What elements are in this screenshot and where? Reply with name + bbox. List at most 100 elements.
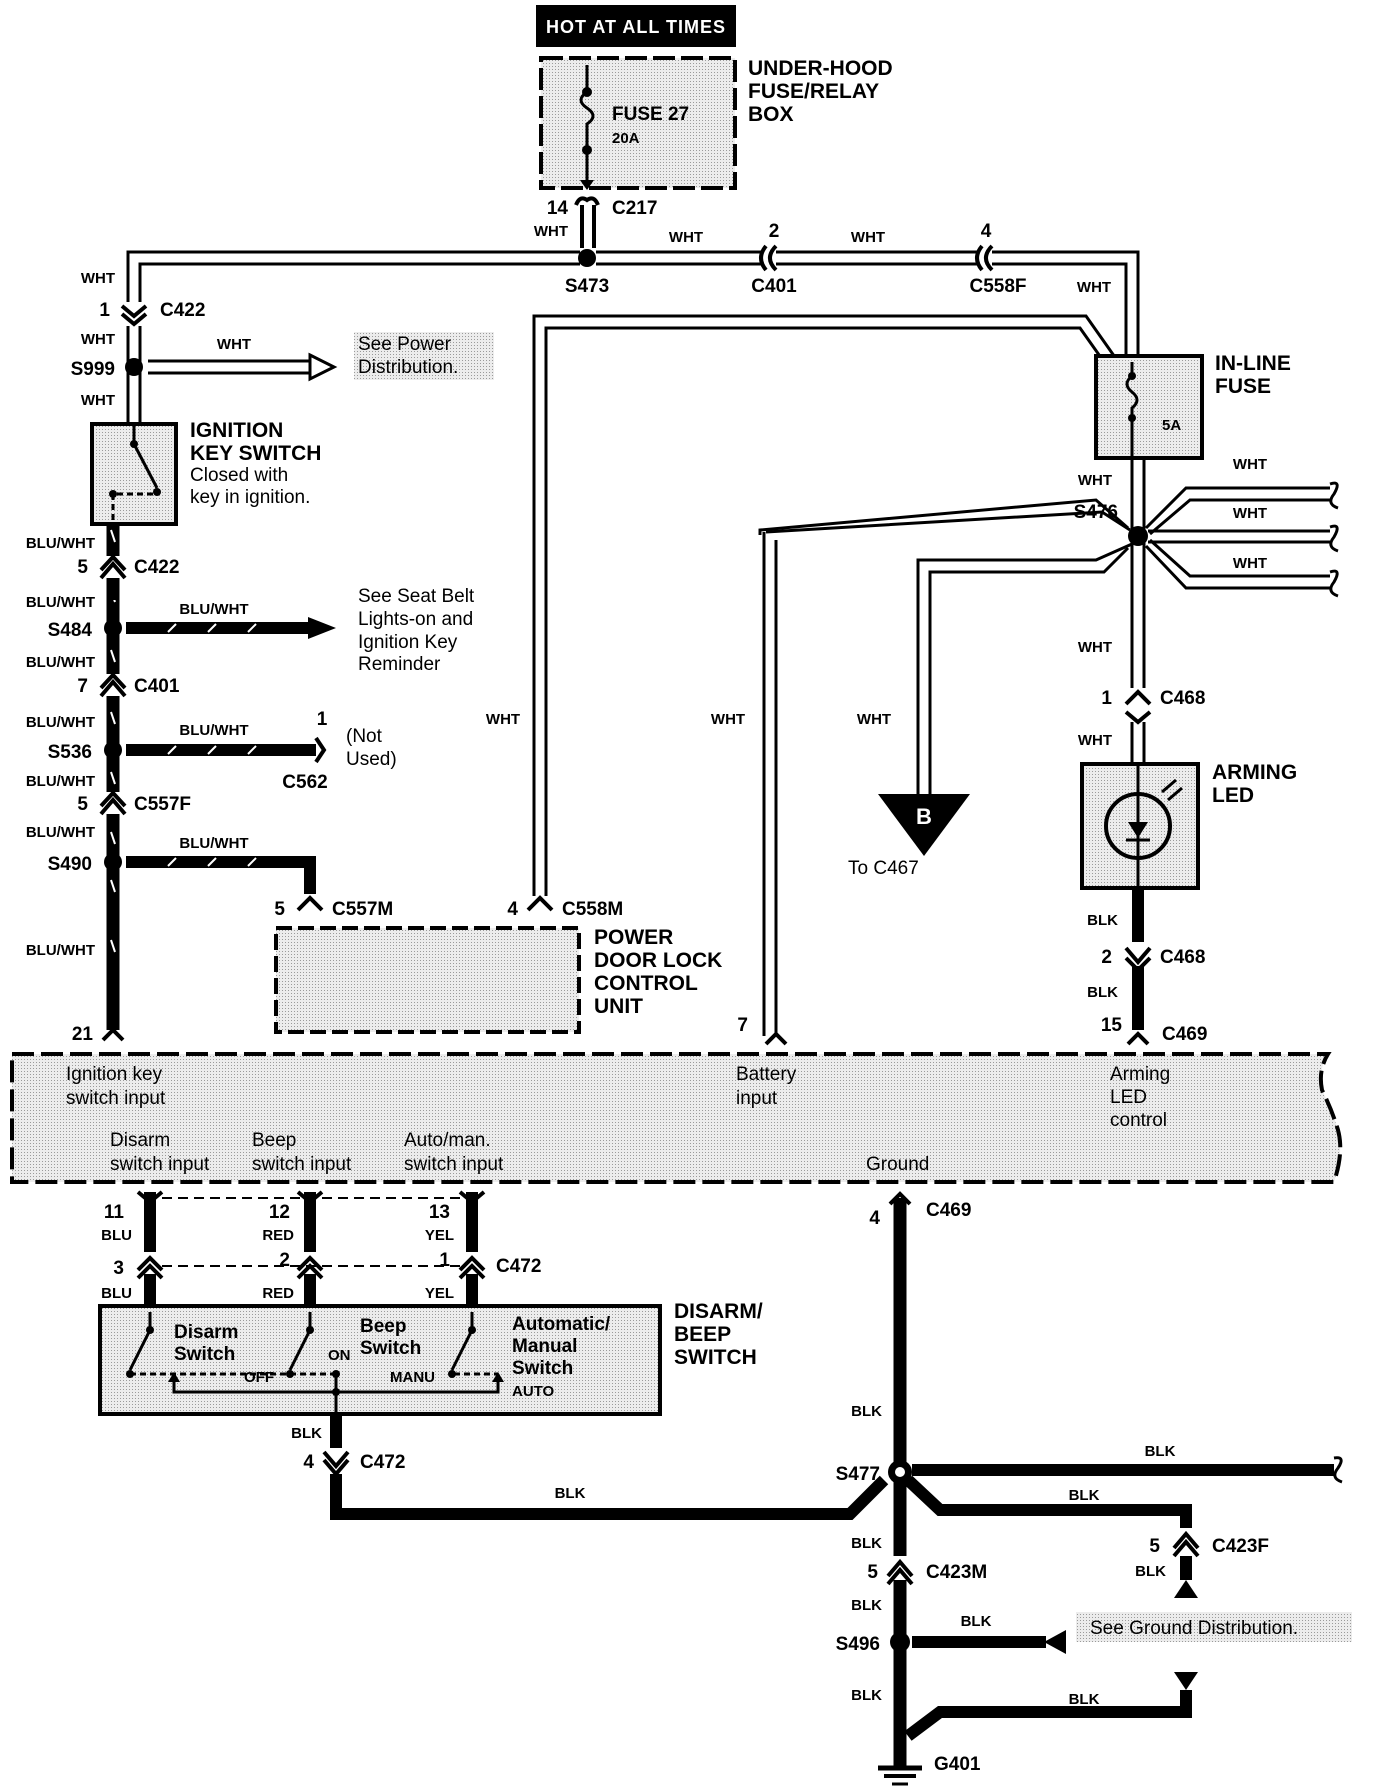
svg-text:WHT: WHT <box>486 711 520 728</box>
connector-c468-bottom: 2 C468 <box>1101 942 1205 973</box>
connector-c557f: 5 C557F <box>77 790 191 816</box>
c469-top-label: C469 <box>1162 1024 1207 1045</box>
svg-text:Ground: Ground <box>866 1154 929 1175</box>
connector-c401-left: 7 C401 <box>77 672 180 698</box>
svg-text:BOX: BOX <box>748 103 794 126</box>
svg-text:Switch: Switch <box>174 1344 235 1365</box>
svg-text:2: 2 <box>1101 947 1112 968</box>
svg-text:SWITCH: SWITCH <box>674 1346 757 1369</box>
svg-text:C562: C562 <box>282 772 327 793</box>
svg-text:RED: RED <box>262 1227 294 1244</box>
wire-color-label: WHT <box>534 223 568 240</box>
to-c467: To C467 <box>848 858 919 879</box>
fuse-box-title: UNDER-HOOD FUSE/RELAY BOX <box>748 57 893 126</box>
svg-text:WHT: WHT <box>81 331 115 348</box>
connector-c472-bottom: 4 C472 <box>303 1448 405 1478</box>
ignition-title: IGNITION KEY SWITCH Closed with key in i… <box>190 419 321 508</box>
svg-text:21: 21 <box>72 1024 94 1045</box>
svg-text:BLU/WHT: BLU/WHT <box>179 835 248 852</box>
splice-s484 <box>104 619 122 637</box>
svg-text:1: 1 <box>99 300 110 321</box>
svg-text:BLK: BLK <box>1145 1443 1176 1460</box>
svg-text:15: 15 <box>1101 1015 1123 1036</box>
svg-text:Automatic/: Automatic/ <box>512 1314 611 1335</box>
svg-text:BLK: BLK <box>555 1485 586 1502</box>
svg-text:C468: C468 <box>1160 947 1205 968</box>
svg-text:BLK: BLK <box>1087 984 1118 1001</box>
ground-g401-label: G401 <box>934 1754 981 1775</box>
svg-text:S496: S496 <box>836 1634 880 1655</box>
svg-text:Switch: Switch <box>360 1338 421 1359</box>
svg-text:IGNITION: IGNITION <box>190 419 283 442</box>
svg-text:switch input: switch input <box>66 1088 166 1109</box>
svg-text:WHT: WHT <box>711 711 745 728</box>
power-door-lock-control-unit <box>274 926 581 1034</box>
not-used-note: (Not Used) <box>346 726 397 770</box>
svg-text:3: 3 <box>113 1258 124 1279</box>
connector-c472-top: 3 2 1 C472 <box>113 1250 541 1280</box>
connector-c558m: 4 C558M <box>507 895 623 920</box>
svg-text:14: 14 <box>547 198 569 219</box>
security-control-unit <box>10 1052 1343 1184</box>
splice-s476 <box>1128 526 1148 546</box>
svg-text:See Seat Belt: See Seat Belt <box>358 586 475 607</box>
switch-box-title: DISARM/ BEEP SWITCH <box>674 1300 763 1369</box>
svg-text:5: 5 <box>274 899 285 920</box>
connector-c557m: 5 C557M <box>274 895 393 920</box>
svg-text:Disarm: Disarm <box>174 1322 238 1343</box>
svg-text:OFF: OFF <box>244 1369 274 1386</box>
svg-text:4: 4 <box>869 1208 880 1229</box>
svg-text:C558F: C558F <box>969 276 1026 297</box>
svg-text:7: 7 <box>77 676 88 697</box>
svg-text:7: 7 <box>737 1015 748 1036</box>
wht-to-c558m <box>532 314 1126 896</box>
svg-text:BLU/WHT: BLU/WHT <box>26 535 95 552</box>
svg-text:YEL: YEL <box>425 1285 454 1302</box>
ref-ground-distribution: See Ground Distribution. <box>1090 1618 1298 1639</box>
svg-text:C423M: C423M <box>926 1562 987 1583</box>
switch-box-labels: Disarm Switch Beep Switch Automatic/ Man… <box>174 1314 611 1400</box>
svg-text:switch input: switch input <box>404 1154 504 1175</box>
svg-text:ARMING: ARMING <box>1212 761 1297 784</box>
svg-text:Arming: Arming <box>1110 1064 1170 1085</box>
svg-text:POWER: POWER <box>594 926 673 949</box>
s476-branches <box>758 486 1330 590</box>
fuse-box <box>539 56 737 190</box>
svg-text:12: 12 <box>269 1202 290 1223</box>
ref-seatbelt: See Seat Belt Lights-on and Ignition Key… <box>358 586 475 675</box>
svg-text:Closed with: Closed with <box>190 465 288 486</box>
svg-text:Battery: Battery <box>736 1064 797 1085</box>
svg-text:BLK: BLK <box>291 1425 322 1442</box>
svg-text:WHT: WHT <box>1078 639 1112 656</box>
svg-text:BLU/WHT: BLU/WHT <box>26 594 95 611</box>
main-unit-inputs: Ignition key switch input Battery input … <box>66 1064 1170 1175</box>
svg-text:WHT: WHT <box>1078 732 1112 749</box>
svg-text:Manual: Manual <box>512 1336 577 1357</box>
svg-text:S999: S999 <box>71 359 115 380</box>
svg-text:WHT: WHT <box>81 270 115 287</box>
svg-text:WHT: WHT <box>1077 279 1111 296</box>
svg-text:5: 5 <box>77 794 88 815</box>
svg-text:WHT: WHT <box>1233 555 1267 572</box>
splice-s473 <box>578 249 596 267</box>
svg-text:C423F: C423F <box>1212 1536 1269 1557</box>
wht-to-power-dist <box>148 352 338 382</box>
svg-text:S477: S477 <box>836 1464 880 1485</box>
connector-c422-top: 1 C422 <box>99 300 205 327</box>
in-line-fuse-title: IN-LINE FUSE <box>1215 352 1291 398</box>
svg-text:LED: LED <box>1110 1087 1147 1108</box>
svg-text:C472: C472 <box>360 1452 405 1473</box>
fuse-27-rating: 20A <box>612 130 640 147</box>
svg-text:Auto/man.: Auto/man. <box>404 1130 491 1151</box>
main-unit-bottom-pins: 11 12 13 <box>104 1202 450 1223</box>
svg-text:ON: ON <box>328 1347 351 1364</box>
svg-text:S536: S536 <box>48 742 92 763</box>
svg-text:WHT: WHT <box>1233 456 1267 473</box>
connector-c401-top: 2 C401 <box>751 221 797 297</box>
svg-text:BLK: BLK <box>851 1687 882 1704</box>
svg-text:BLK: BLK <box>1069 1691 1100 1708</box>
svg-text:Disarm: Disarm <box>110 1130 170 1151</box>
svg-text:C401: C401 <box>751 276 797 297</box>
svg-text:4: 4 <box>507 899 518 920</box>
